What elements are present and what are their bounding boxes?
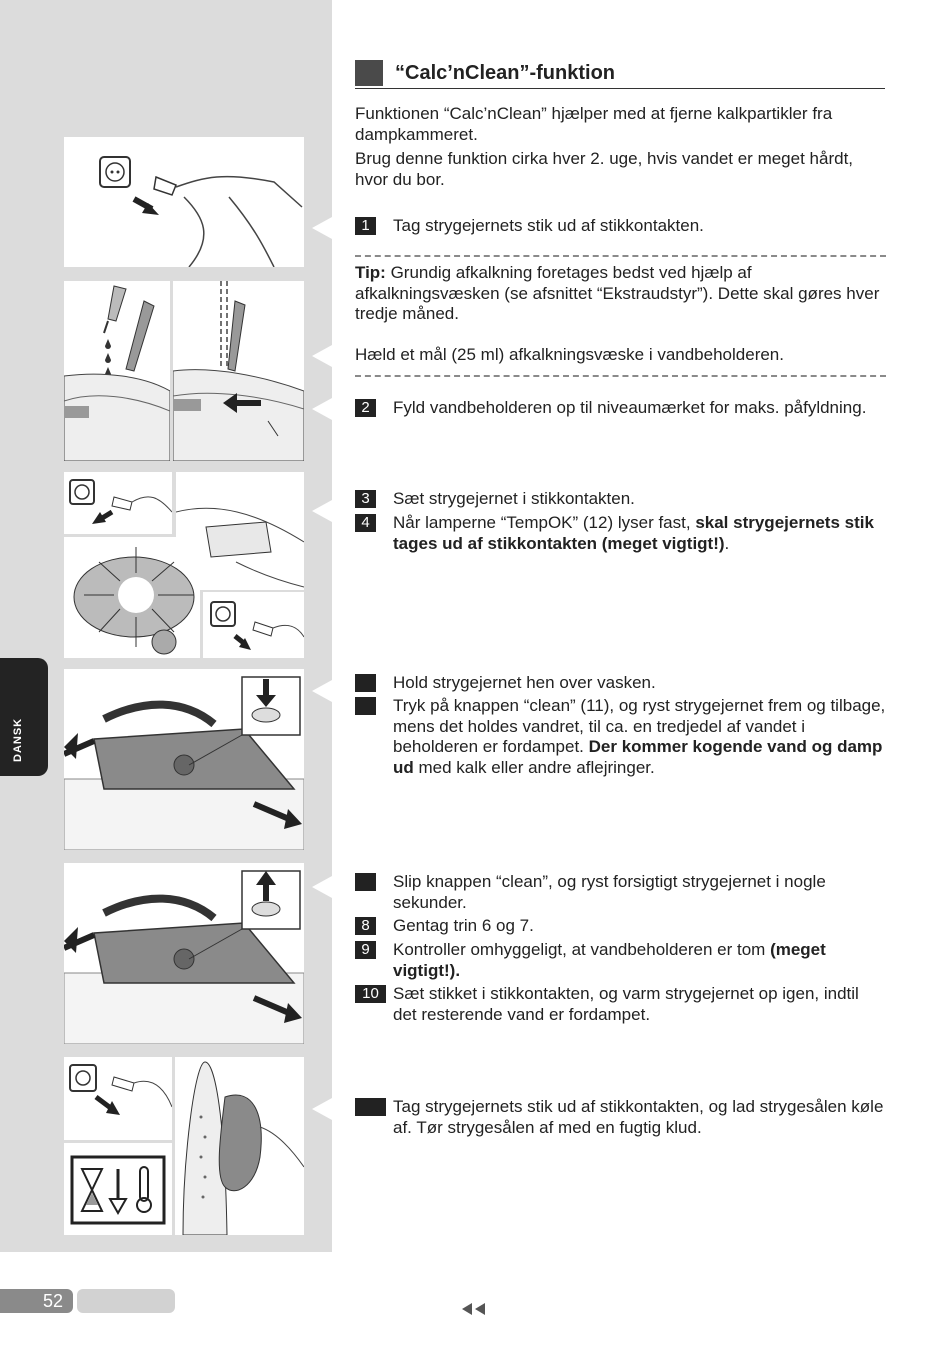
panel-pointer bbox=[312, 345, 332, 367]
step-text-part: Når lamperne “TempOK” (12) lyser fast, bbox=[393, 513, 696, 532]
step-warning: skal strygejernets stik tages ud af stik… bbox=[393, 513, 874, 553]
press-clean-button-illustration bbox=[64, 669, 304, 850]
unplug-after-heat-illustration bbox=[203, 592, 304, 658]
tip-text: Grundig afkalkning foretages bedst ved h… bbox=[355, 263, 880, 323]
tip-measure: Hæld et mål (25 ml) afkalkningsvæske i v… bbox=[355, 345, 784, 364]
step-number bbox=[355, 697, 376, 715]
page-number-bar: 52 bbox=[0, 1289, 175, 1313]
fill-tank-illustration bbox=[173, 281, 304, 461]
step-number: 1 bbox=[355, 217, 376, 235]
language-tab: DANSK bbox=[0, 658, 48, 776]
page-number: 52 bbox=[42, 1291, 63, 1311]
step-number: 2 bbox=[355, 399, 376, 417]
tip-divider bbox=[355, 255, 886, 257]
step-text: Tag strygejernets stik ud af stikkontakt… bbox=[393, 216, 704, 235]
heading-marker bbox=[355, 60, 383, 86]
step-number bbox=[355, 674, 376, 692]
panel-pointer bbox=[312, 500, 332, 522]
language-tab-label: DANSK bbox=[12, 717, 24, 762]
tempok-light-illustration bbox=[64, 537, 200, 658]
step-number: 10 bbox=[355, 985, 386, 1003]
panel-pointer bbox=[312, 876, 332, 898]
panel-pointer bbox=[312, 680, 332, 702]
pour-descaler-illustration bbox=[64, 281, 170, 461]
step-text: Fyld vandbeholderen op til niveaumærket … bbox=[393, 398, 867, 417]
step-text: Tryk på knappen “clean” (11), og ryst st… bbox=[393, 696, 887, 778]
release-clean-button-illustration bbox=[64, 863, 304, 1044]
section-heading: “Calc’nClean”-funktion bbox=[355, 60, 885, 89]
step-text-part: med kalk eller andre aflejringer. bbox=[413, 757, 655, 777]
step-number bbox=[355, 873, 376, 891]
step-text-part: Kontroller omhyggeligt, at vandbeholdere… bbox=[393, 940, 771, 959]
unplug-illustration bbox=[64, 137, 304, 267]
tip-divider bbox=[355, 375, 886, 377]
step-number: 8 bbox=[355, 917, 376, 935]
step-number: 3 bbox=[355, 490, 376, 508]
step-text: Kontroller omhyggeligt, at vandbeholdere… bbox=[393, 940, 887, 981]
step-number: 4 bbox=[355, 514, 376, 532]
step-text-part: . bbox=[724, 533, 730, 553]
step-number: 9 bbox=[355, 941, 376, 959]
step-number bbox=[355, 1098, 386, 1116]
panel-pointer bbox=[312, 398, 332, 420]
tip-label: Tip: bbox=[355, 263, 386, 282]
step-text: Slip knappen “clean”, og ryst forsigtigt… bbox=[393, 872, 826, 912]
step-text: Gentag trin 6 og 7. bbox=[393, 916, 534, 935]
step-warning: (meget vigtigt!). bbox=[393, 940, 826, 980]
intro-paragraph: Funktionen “Calc’nClean” hjælper med at … bbox=[355, 104, 833, 144]
panel-pointer bbox=[312, 217, 332, 239]
step-text: Når lamperne “TempOK” (12) lyser fast, s… bbox=[393, 513, 887, 554]
step-text: Hold strygejernet hen over vasken. bbox=[393, 673, 656, 692]
section-title: “Calc’nClean”-funktion bbox=[395, 62, 616, 84]
rewind-icon[interactable] bbox=[460, 1302, 488, 1319]
intro-paragraph: Brug denne funktion cirka hver 2. uge, h… bbox=[355, 149, 854, 189]
step-text: Sæt strygejernet i stikkontakten. bbox=[393, 489, 635, 508]
step-text-part: Tryk på knappen “clean” (11), og ryst st… bbox=[393, 696, 886, 756]
plug-in-illustration bbox=[64, 472, 172, 534]
heating-iron-illustration bbox=[176, 472, 304, 590]
page-number-bar-extension bbox=[77, 1289, 175, 1313]
step-text: Sæt stikket i stikkontakten, og varm str… bbox=[393, 984, 859, 1024]
panel-pointer bbox=[312, 1098, 332, 1120]
cool-down-icon bbox=[64, 1143, 172, 1235]
step-warning: Der kommer kogende vand og damp ud bbox=[393, 737, 883, 777]
step-text: Tag strygejernets stik ud af stikkontakt… bbox=[393, 1097, 884, 1137]
tip-paragraph: Tip: Grundig afkalkning foretages bedst … bbox=[355, 263, 885, 325]
wipe-soleplate-illustration bbox=[175, 1057, 304, 1235]
unplug-final-illustration bbox=[64, 1057, 172, 1140]
page-number-box: 52 bbox=[0, 1289, 73, 1313]
